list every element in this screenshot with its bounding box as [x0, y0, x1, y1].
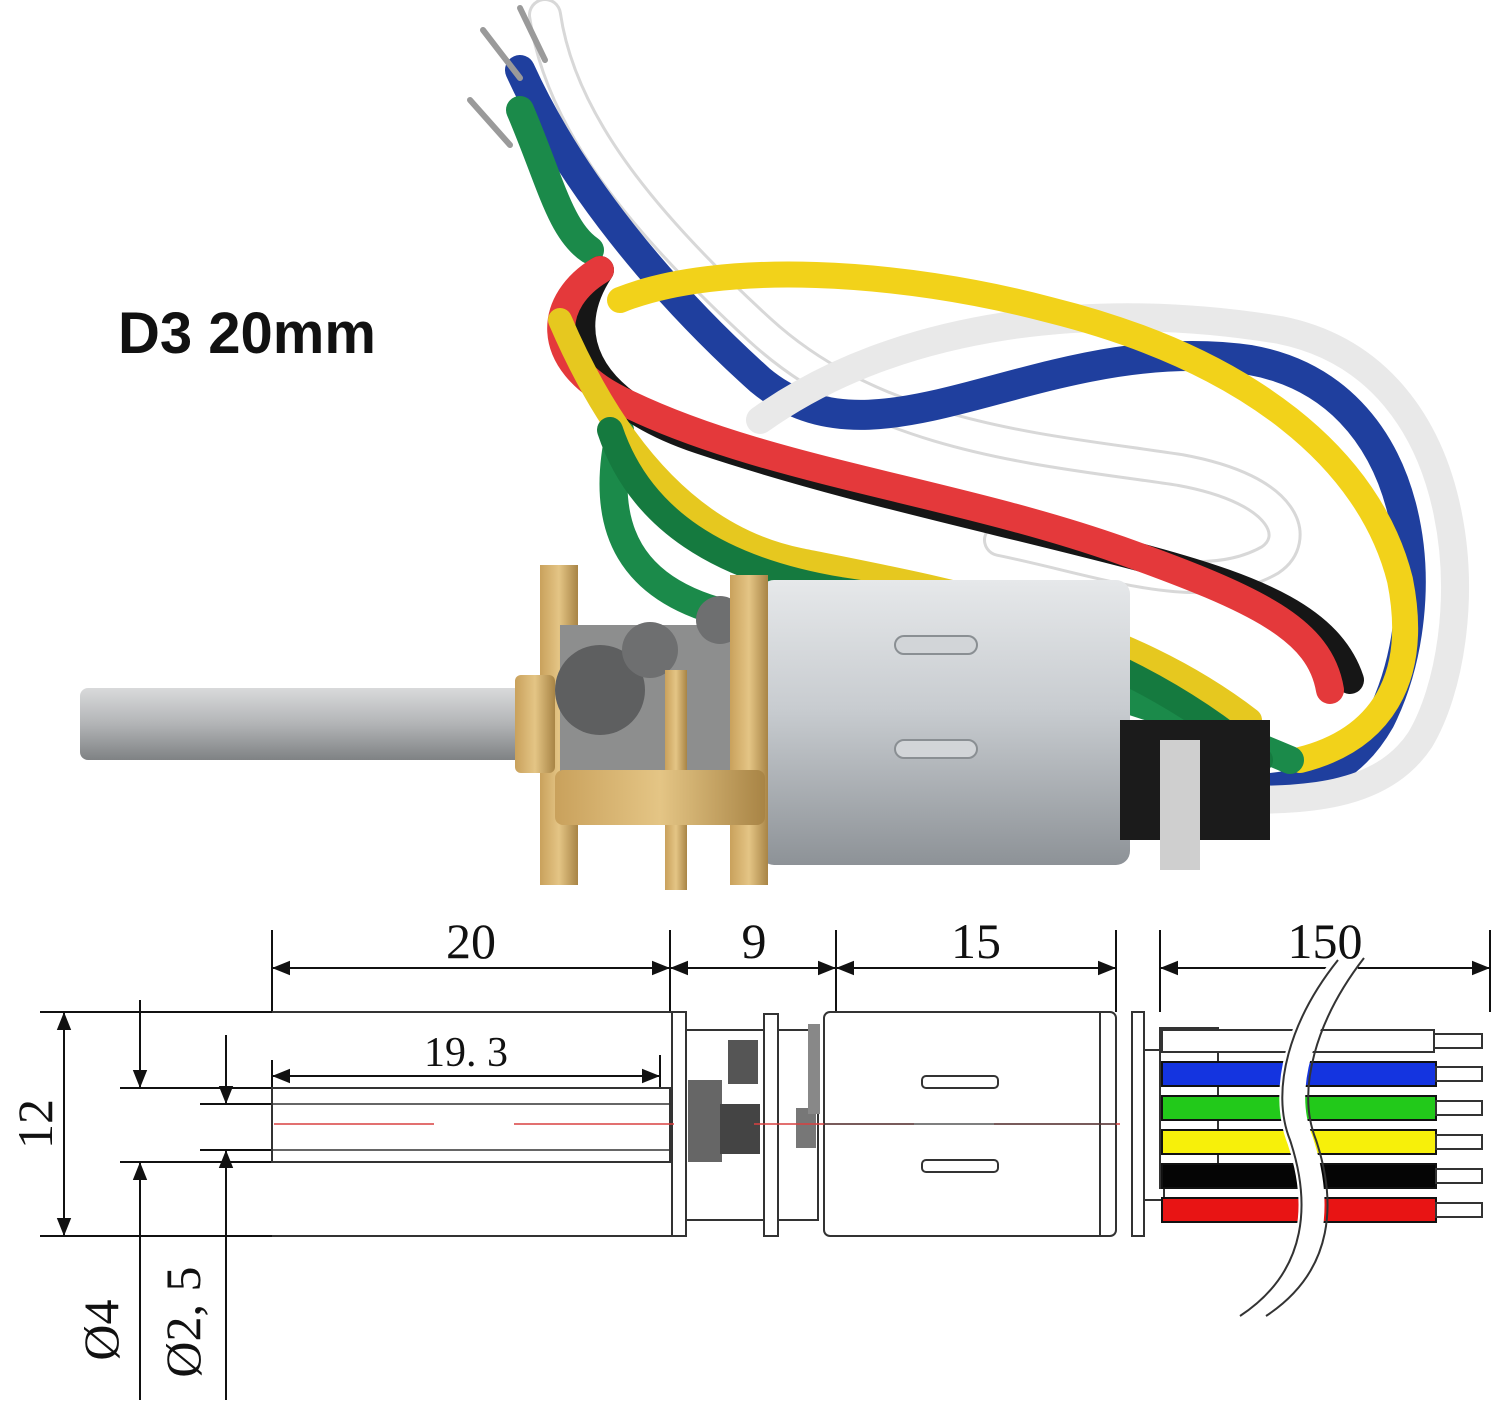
- dim-flat-length: 19. 3: [424, 1030, 508, 1076]
- technical-drawing: 20 9 15 150 19. 3 12 Ø4 Ø2, 5: [7, 913, 1491, 1400]
- dim-cable-length: 150: [1288, 913, 1363, 969]
- output-shaft: [80, 688, 540, 760]
- motor-can: [760, 580, 1130, 865]
- dim-shaft-length: 20: [446, 913, 496, 969]
- drawing-shaft: [271, 1087, 671, 1163]
- product-title: D3 20mm: [118, 301, 376, 366]
- dim-height: 12: [7, 1099, 63, 1149]
- wire-tips: [467, 5, 548, 148]
- dim-motor-length: 15: [951, 913, 1001, 969]
- break-symbol: [1239, 951, 1365, 1327]
- dim-gearbox-length: 9: [742, 913, 767, 969]
- drawing-gearbox: [671, 1011, 820, 1237]
- gearbox: [540, 565, 768, 890]
- dim-flat-diameter: Ø2, 5: [155, 1266, 211, 1377]
- motor-illustration: [80, 0, 1469, 890]
- white-loop: [746, 303, 1469, 814]
- drawing-motor: [274, 1011, 1120, 1237]
- dim-shaft-diameter: Ø4: [73, 1299, 129, 1360]
- yellow-wire: [607, 261, 1419, 773]
